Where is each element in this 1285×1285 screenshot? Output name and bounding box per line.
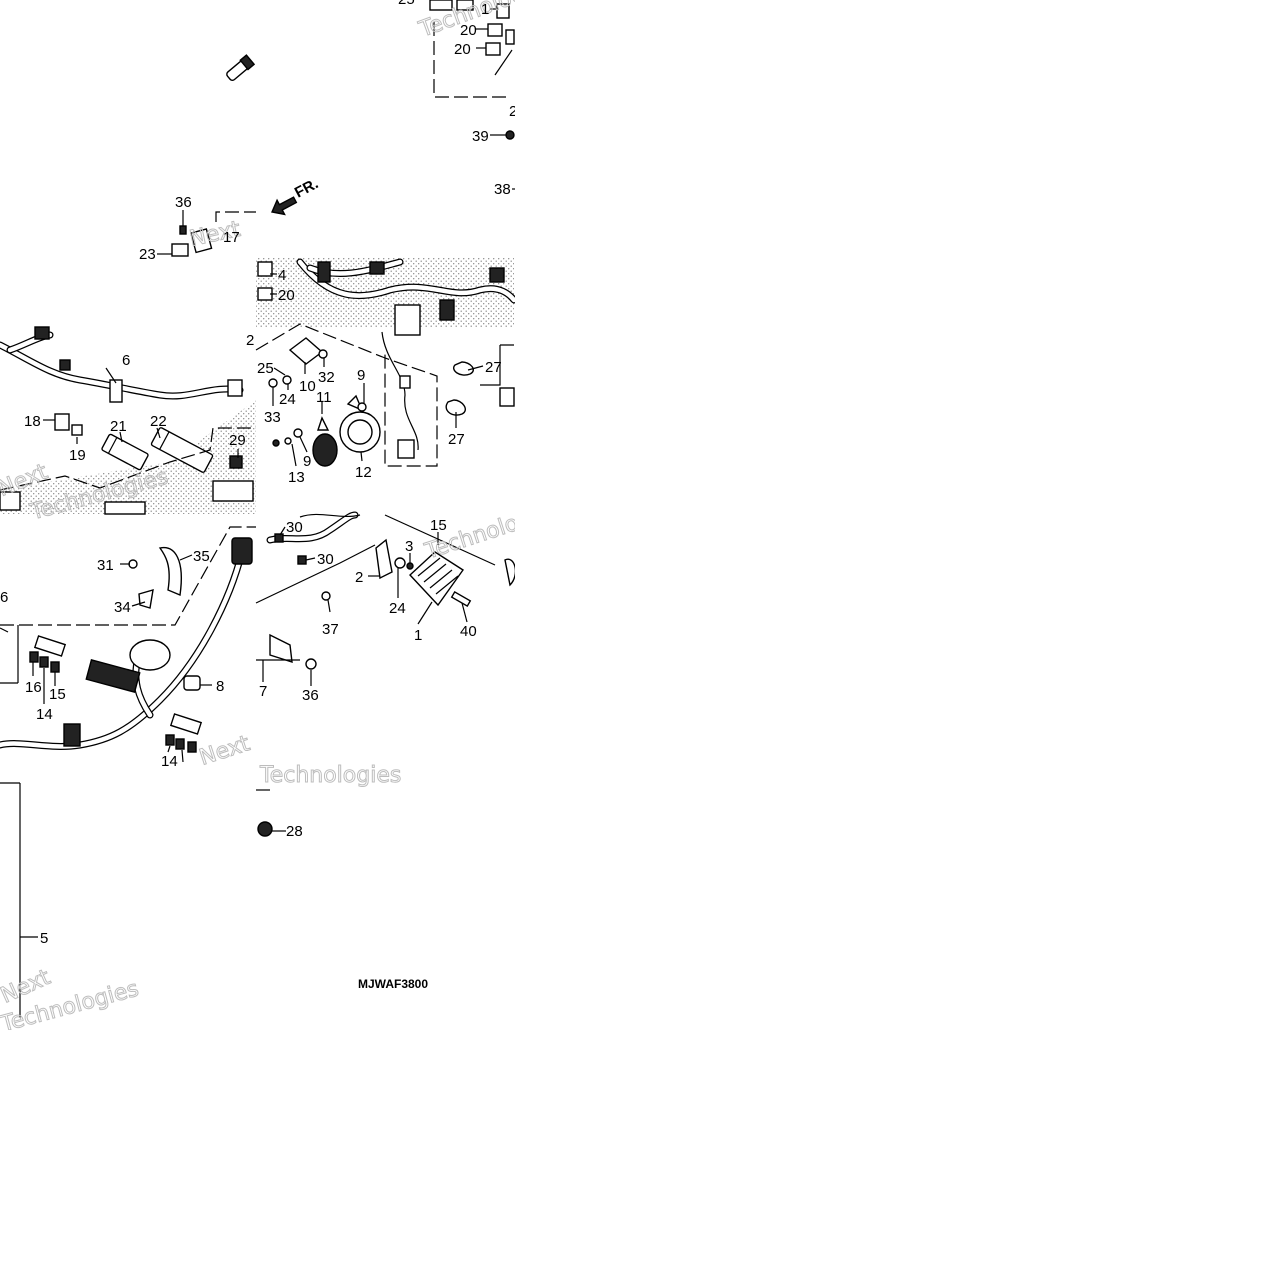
regulator-rectifier-part [409, 551, 464, 607]
part-callout-38: 38 [494, 181, 511, 198]
part-callout-36: 36 [302, 687, 319, 704]
part-callout-24: 24 [279, 391, 296, 408]
part-callout-27: 27 [448, 431, 465, 448]
tile-top-right [429, 0, 515, 190]
part-callout-4: 4 [278, 267, 286, 284]
part-callout-6: 6 [122, 352, 130, 369]
horn-part [312, 416, 338, 467]
part-callout-40: 40 [460, 623, 477, 640]
part-callout-16: 16 [25, 679, 42, 696]
part-callout-9: 9 [303, 453, 311, 470]
part-callout-20: 20 [460, 22, 477, 39]
svg-text:Technologies: Technologies [259, 763, 401, 788]
diagram-code: MJWAF3800 [358, 977, 428, 991]
part-callout-22: 22 [150, 413, 167, 430]
front-arrow-icon [271, 196, 298, 216]
part-callout-28: 28 [286, 823, 303, 840]
part-callout-15: 15 [430, 517, 447, 534]
tile-bottom [0, 782, 286, 1018]
front-arrow-label: FR. [292, 175, 321, 201]
part-callout-7: 7 [259, 683, 267, 700]
part-callout-24: 24 [389, 600, 406, 617]
part-callout-29: 29 [229, 432, 246, 449]
part-callout-10: 10 [299, 378, 316, 395]
connector-part [226, 54, 256, 82]
part-callout-30: 30 [317, 551, 334, 568]
part-callout-8: 8 [216, 678, 224, 695]
connector-part [101, 433, 149, 471]
part-callout-39: 39 [472, 128, 489, 145]
tile-top-left [226, 54, 256, 82]
part-callout-21: 21 [110, 418, 127, 435]
part-callout-12: 12 [355, 464, 372, 481]
part-callout-6: 6 [0, 589, 8, 606]
part-callout-18: 18 [24, 413, 41, 430]
part-callout-13: 13 [288, 469, 305, 486]
part-callout-17: 17 [223, 229, 240, 246]
part-callout-11: 11 [316, 389, 332, 406]
tile-fr-area [157, 196, 298, 257]
svg-text:Next: Next [196, 731, 253, 771]
part-callout-3: 3 [405, 538, 413, 555]
tile-harness-left [0, 326, 256, 515]
tile-harness-center [255, 258, 518, 467]
part-callout-30: 30 [286, 519, 303, 536]
horn-part [339, 394, 381, 453]
part-callout-23: 23 [139, 246, 156, 263]
part-callout-25: 25 [398, 0, 415, 8]
part-callout-2: 2 [355, 569, 363, 586]
part-callout-32: 32 [318, 369, 335, 386]
tile-regulator [255, 511, 517, 682]
tile-harness-lower-left [0, 526, 256, 753]
part-callout-19: 19 [69, 447, 86, 464]
part-callout-2: 2 [246, 332, 254, 349]
part-callout-37: 37 [322, 621, 339, 638]
part-callout-27: 27 [485, 359, 502, 376]
part-callout-14: 14 [161, 753, 178, 770]
part-callout-14: 14 [36, 706, 53, 723]
part-callout-25: 25 [257, 360, 274, 377]
part-callout-1: 1 [481, 1, 489, 18]
part-callout-31: 31 [97, 557, 114, 574]
part-callout-33: 33 [264, 409, 281, 426]
part-callout-5: 5 [40, 930, 48, 947]
part-callout-35: 35 [193, 548, 210, 565]
part-callout-20: 20 [278, 287, 295, 304]
part-callout-1: 1 [414, 627, 422, 644]
part-callout-9: 9 [357, 367, 365, 384]
callout-labels: 2512020239383617234202251032243311927279… [0, 0, 517, 947]
part-callout-34: 34 [114, 599, 131, 616]
part-callout-20: 20 [454, 41, 471, 58]
part-callout-2: 2 [509, 103, 517, 120]
part-callout-36: 36 [175, 194, 192, 211]
part-callout-15: 15 [49, 686, 66, 703]
connector-part [150, 427, 214, 473]
leader-lines [32, 273, 484, 763]
